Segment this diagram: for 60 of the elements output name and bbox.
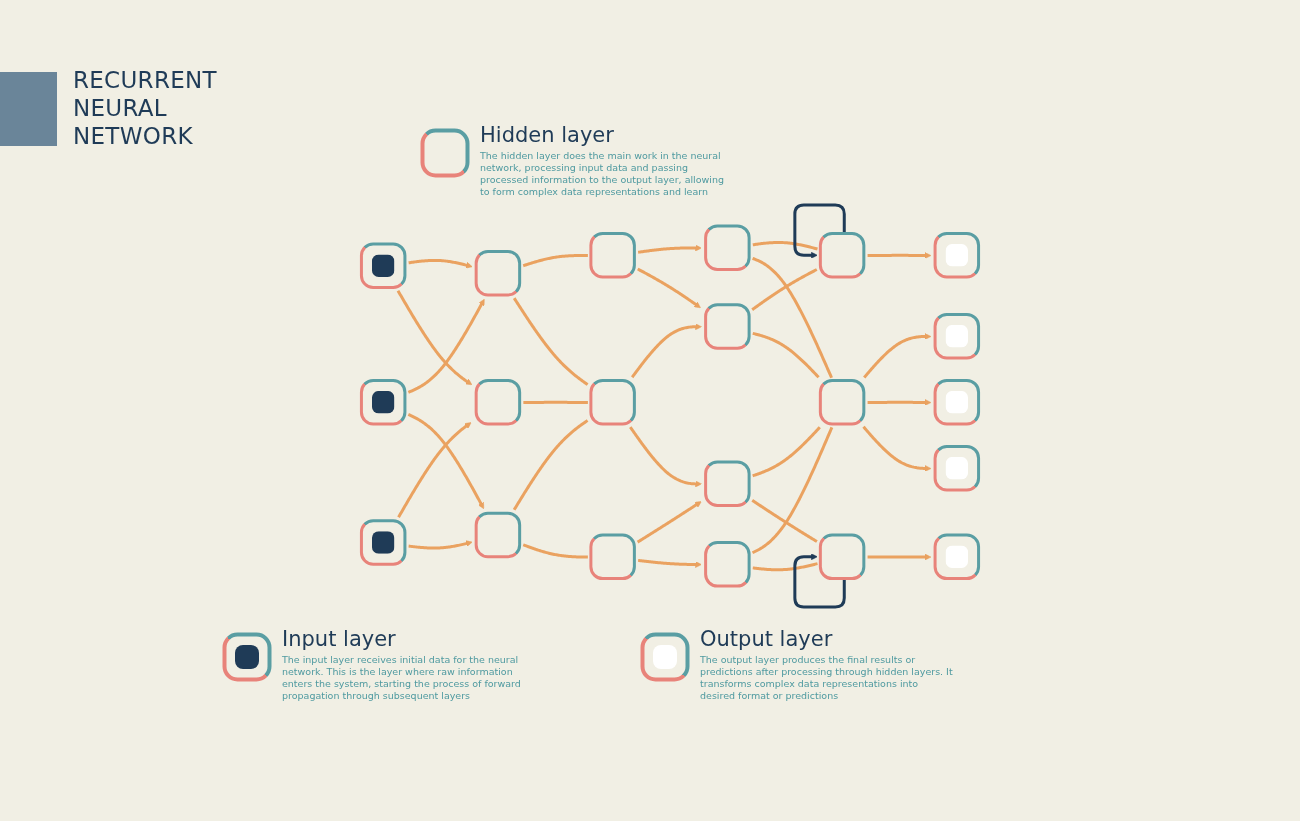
description-text: The hidden layer does the main work in the neural network, processing input data and passing processed information to the output layer, allowing to form complex data representations and learn (480, 150, 726, 198)
network-node (589, 232, 636, 279)
connector-line (752, 331, 820, 379)
network-node (704, 303, 751, 350)
arrow (408, 258, 473, 269)
arrow (862, 425, 932, 472)
legend-label: Output layer (700, 626, 833, 652)
arrow (408, 540, 473, 550)
network-node (818, 378, 866, 426)
arrow (637, 267, 701, 309)
network-node (589, 533, 636, 580)
network-node (818, 533, 866, 580)
network-node (933, 313, 981, 360)
arrow (636, 501, 702, 544)
connector-line (522, 543, 589, 559)
connector-line (512, 297, 589, 386)
connector-line (512, 419, 589, 511)
network-node (474, 378, 522, 426)
network-node (704, 224, 751, 271)
network-node (933, 378, 981, 426)
arrow (637, 558, 702, 568)
network-node (704, 460, 751, 507)
legend-label: Hidden layer (480, 122, 614, 148)
connector-line (752, 241, 818, 251)
arrow (396, 290, 473, 386)
arrow (629, 426, 702, 488)
network-node (818, 232, 866, 279)
arrow (397, 422, 472, 518)
network-node (474, 511, 522, 559)
arrow (863, 333, 932, 379)
network-node (359, 242, 407, 289)
arrow (867, 399, 932, 406)
network-node (704, 541, 751, 588)
network-node (474, 250, 522, 297)
network-node (359, 378, 407, 426)
arrow (407, 413, 485, 509)
loop-arrow (793, 203, 846, 259)
arrow (867, 252, 932, 259)
arrow (630, 323, 702, 379)
title: RECURRENT NEURAL NETWORK (73, 66, 218, 150)
connector-line (752, 562, 818, 572)
connector-line (752, 426, 821, 478)
arrow (407, 299, 485, 394)
arrow (637, 244, 702, 254)
network-node (933, 533, 981, 580)
description-text: The input layer receives initial data for the neural network. This is the layer where raw information enters the system, starting the process of forward propagation through subsequent layers (282, 654, 522, 702)
network-node (589, 378, 636, 426)
loop-arrow (793, 553, 846, 609)
legend-label: Input layer (282, 626, 396, 652)
connector-line (751, 499, 818, 543)
arrow (867, 553, 932, 561)
connector-line (752, 256, 833, 379)
description-text: The output layer produces the final results or predictions after processing through hidden layers. It transforms complex data representations into desired format or predictions (700, 654, 954, 702)
network-node (359, 519, 407, 566)
connector-line (751, 268, 818, 311)
network-node (933, 444, 981, 492)
connector-line (523, 400, 589, 405)
connector-line (522, 254, 589, 268)
connector-line (751, 426, 834, 555)
network-node (933, 232, 981, 279)
